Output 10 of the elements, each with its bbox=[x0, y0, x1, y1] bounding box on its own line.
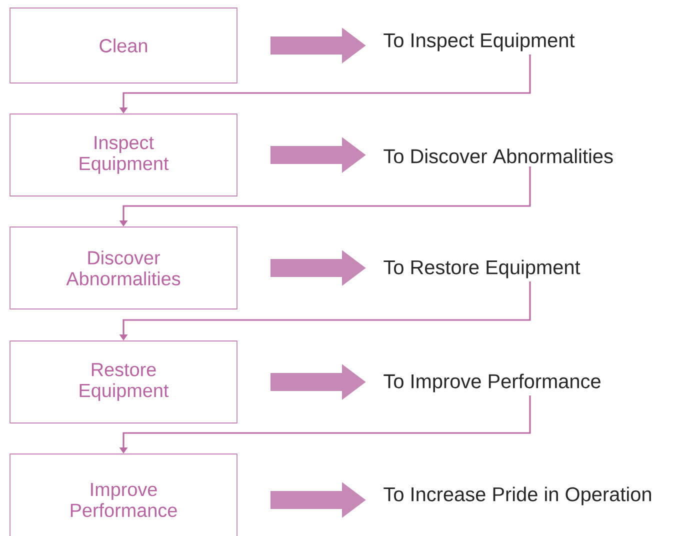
result-text: To Restore Equipment bbox=[384, 260, 580, 278]
result-text: To Inspect Equipment bbox=[384, 32, 575, 52]
result-text: To Discover Abnormalities bbox=[384, 148, 613, 164]
process-box: Clean bbox=[10, 8, 238, 84]
process-box: Restore Equipment bbox=[10, 340, 238, 424]
result-text: To Improve Performance bbox=[384, 374, 600, 392]
process-box: Inspect Equipment bbox=[10, 114, 238, 196]
process-box: Discover Abnormalities bbox=[10, 226, 238, 310]
result-text: To Increase Pride in Operation bbox=[384, 486, 651, 506]
process-box: Improve Performance bbox=[10, 454, 238, 536]
